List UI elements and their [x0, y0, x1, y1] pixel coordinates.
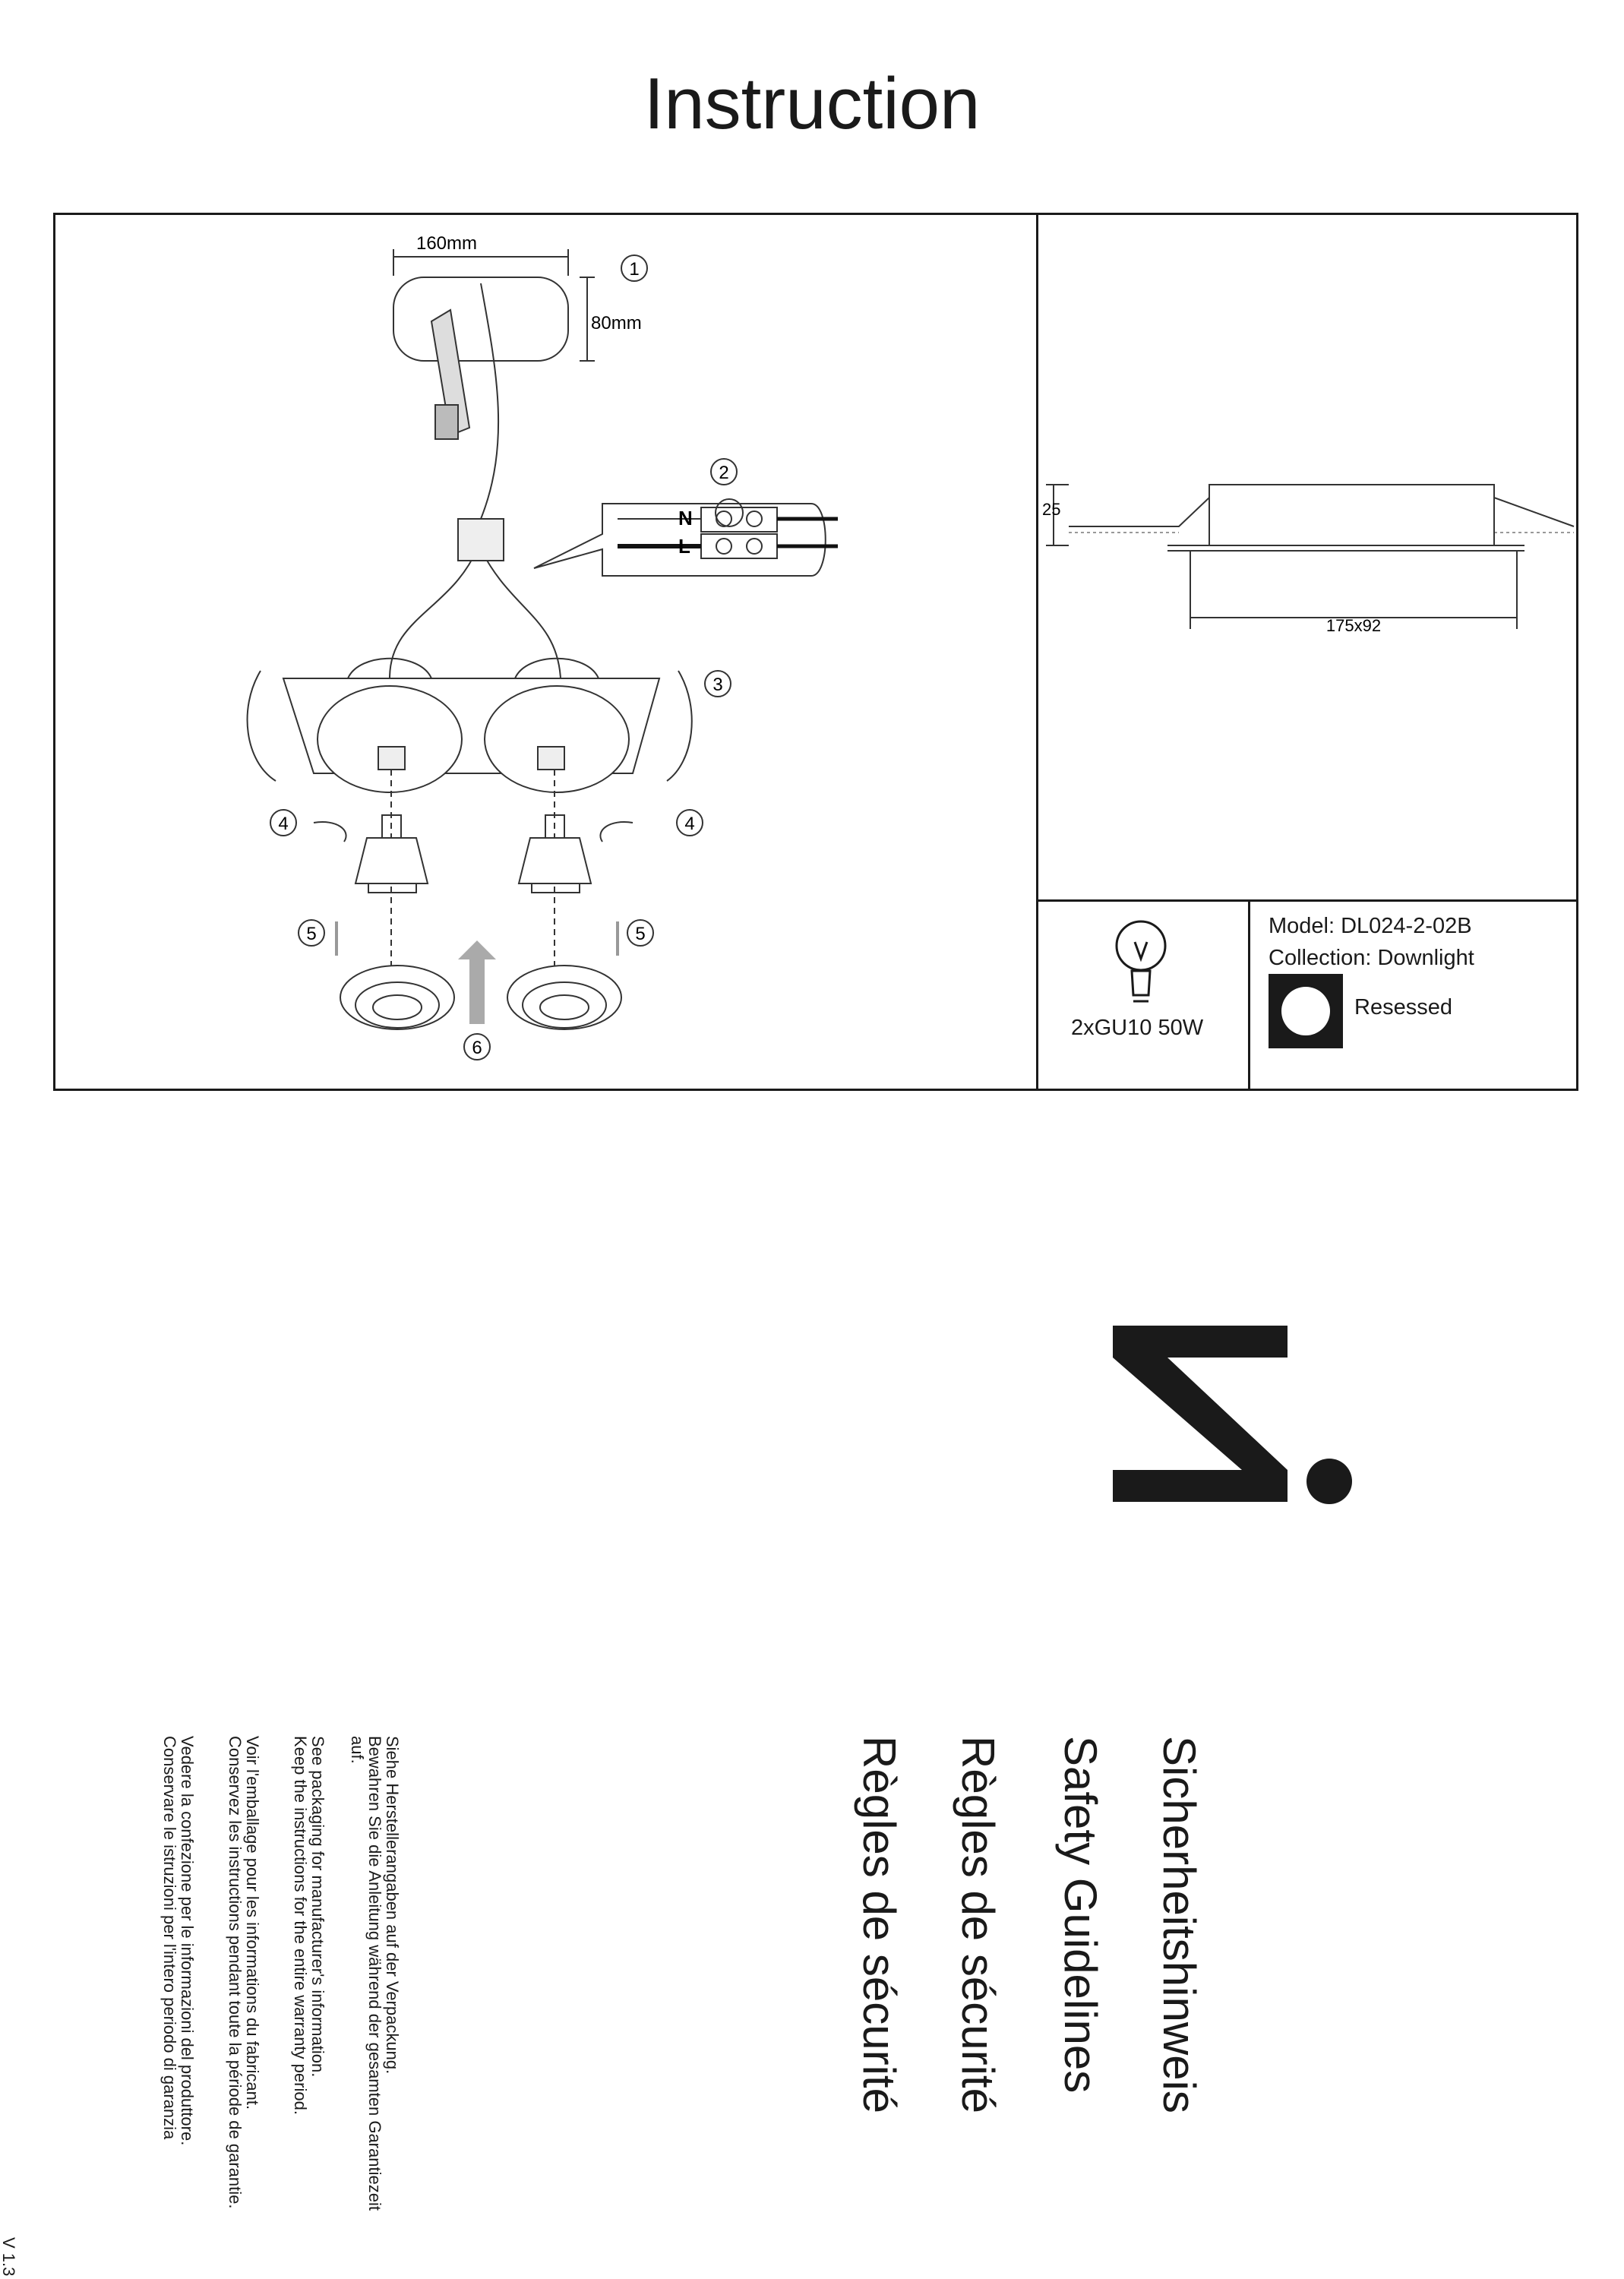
safety-note: Siehe Herstellerangaben auf der Verpacku… [383, 1736, 402, 2075]
cutout-width-label: 160mm [416, 233, 477, 254]
step-number: 5 [306, 924, 316, 944]
step-number: 5 [635, 924, 645, 944]
installation-diagram: 160mm 80mm 1 2 3 4 4 5 5 6 N L [246, 233, 838, 1060]
profile-drawing: 175x92 25 [1042, 484, 1575, 635]
brand-logo [1113, 1326, 1352, 1504]
gu10-lamp-right [517, 837, 592, 884]
safety-heading-de: Sicherheitshinweis [1154, 1736, 1205, 2113]
frame-divider-horizontal [1036, 899, 1578, 902]
safety-note: Vedere la confezione per le informazioni… [178, 1736, 197, 2146]
saw-icon [430, 308, 471, 437]
safety-note: auf. [348, 1736, 367, 1764]
version-label: V 1.3 [0, 2237, 18, 2277]
instruction-frame [53, 213, 1578, 1091]
safety-note: See packaging for manufacturer's informa… [308, 1736, 327, 2078]
frame-divider-vertical [1036, 215, 1038, 1089]
ceiling-cutout [393, 277, 569, 362]
terminal-block [457, 518, 504, 561]
safety-heading-fr-2: Règles de sécurité [854, 1736, 905, 2113]
safety-note: Conservare le istruzioni per l'intero pe… [160, 1736, 179, 2140]
step-number: 2 [719, 463, 728, 483]
wire-label-n: N [678, 507, 693, 529]
profile-size-label: 175x92 [1326, 616, 1381, 635]
page-title: Instruction [643, 63, 981, 144]
gu10-lamp-left [354, 837, 429, 884]
step-number: 1 [629, 259, 639, 280]
step-number: 4 [278, 814, 288, 834]
recessed-icon [1269, 974, 1343, 1048]
step-number: 3 [712, 675, 722, 695]
step-number: 6 [472, 1038, 482, 1058]
lamp-spec: 2xGU10 50W [1071, 1016, 1204, 1040]
safety-note: Voir l'emballage pour les informations d… [243, 1736, 262, 2110]
push-up-arrow [458, 940, 496, 1024]
mount-type: Resessed [1354, 995, 1452, 1019]
profile-height-label: 25 [1042, 500, 1060, 519]
spec-divider [1248, 899, 1250, 1089]
safety-note: Keep the instructions for the entire war… [291, 1736, 310, 2115]
safety-heading-fr: Règles de sécurité [953, 1736, 1003, 2113]
model-name: Model: DL024-2-02B [1269, 914, 1472, 938]
collection-name: Collection: Downlight [1269, 946, 1474, 970]
cutout-height-label: 80mm [591, 313, 642, 333]
wire-label-l: L [678, 535, 690, 558]
step-number: 4 [684, 814, 694, 834]
safety-note: Bewahren Sie die Anleitung während der g… [365, 1736, 384, 2211]
safety-note: Conservez les instructions pendant toute… [226, 1736, 245, 2209]
safety-heading-en: Safety Guidelines [1055, 1736, 1106, 2094]
bulb-icon [1115, 920, 1167, 1003]
housing-profile [1209, 484, 1495, 546]
